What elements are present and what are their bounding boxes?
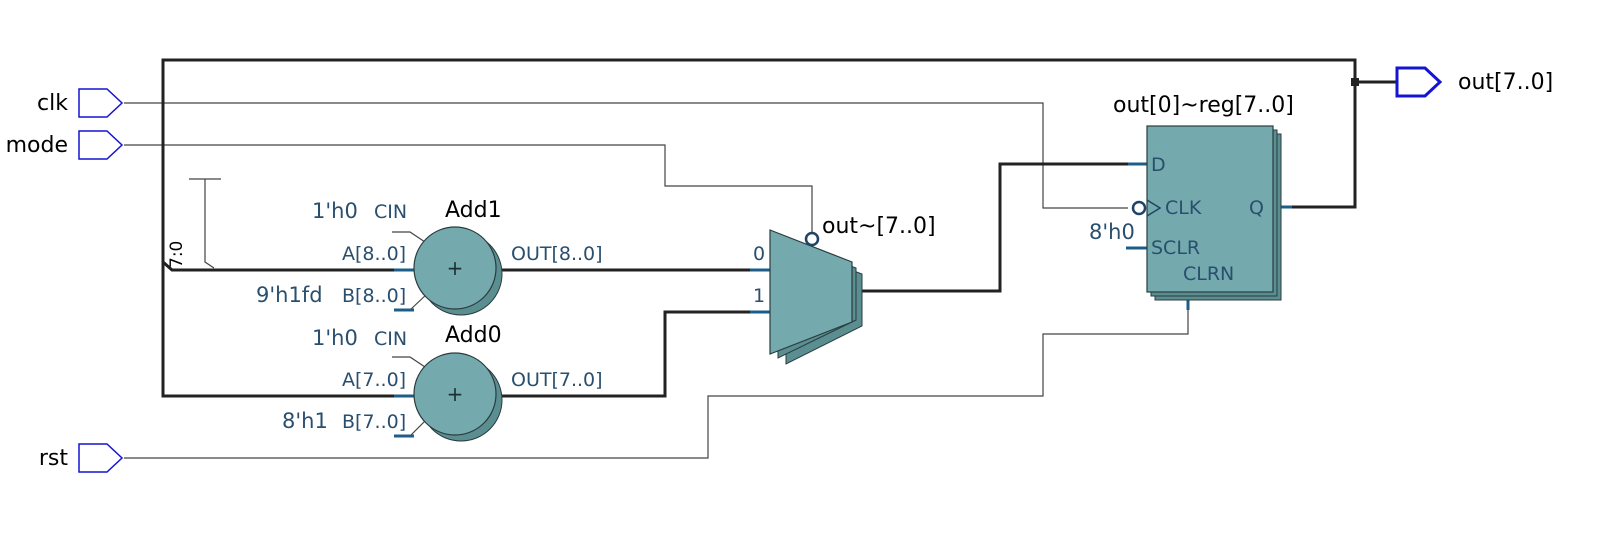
reg-q-pin: Q bbox=[1249, 197, 1264, 219]
add1-cin-lead bbox=[392, 231, 429, 245]
reg-sclr-pin: SCLR bbox=[1151, 237, 1200, 259]
add0-a-pin: A[7..0] bbox=[342, 369, 406, 391]
add0-adder[interactable] bbox=[413, 352, 503, 442]
bus-slice-label: 7:0 bbox=[167, 241, 187, 268]
mux-select-inverter-icon bbox=[804, 231, 820, 247]
add0-name: Add0 bbox=[445, 323, 502, 348]
add1-cin-const: 1'h0 bbox=[312, 199, 358, 223]
add0-b-pin: B[7..0] bbox=[342, 411, 406, 433]
add0-out-pin: OUT[7..0] bbox=[511, 369, 603, 391]
rst-port-label: rst bbox=[39, 446, 69, 471]
add1-cin-pin: CIN bbox=[374, 201, 407, 223]
register-block[interactable] bbox=[1146, 125, 1282, 301]
add1-plus-icon: + bbox=[447, 256, 464, 280]
slice-bus[interactable] bbox=[162, 260, 415, 272]
reg-clrn-pin: CLRN bbox=[1183, 263, 1234, 285]
clk-port-label: clk bbox=[37, 91, 68, 116]
add0-cin-lead bbox=[392, 356, 429, 370]
mode-wire[interactable] bbox=[124, 144, 813, 232]
add1-b-const: 9'h1fd bbox=[256, 283, 323, 307]
add1-out-pin: OUT[8..0] bbox=[511, 243, 603, 265]
register-name: out[0]~reg[7..0] bbox=[1113, 93, 1294, 118]
add1-a-pin: A[8..0] bbox=[342, 243, 406, 265]
bus-junction bbox=[1351, 78, 1359, 86]
reg-clock-edge-icon bbox=[1146, 199, 1162, 217]
mode-port-label: mode bbox=[6, 133, 68, 158]
out-port[interactable] bbox=[1395, 66, 1443, 98]
out-port-label: out[7..0] bbox=[1458, 70, 1553, 95]
feedback-bus[interactable] bbox=[161, 58, 1357, 398]
add0-cin-const: 1'h0 bbox=[312, 326, 358, 350]
add1-b-pin: B[8..0] bbox=[342, 285, 406, 307]
mux-in1-label: 1 bbox=[753, 285, 765, 307]
add0-b-const: 8'h1 bbox=[282, 409, 328, 433]
mux-block[interactable] bbox=[769, 229, 863, 365]
clk-wire[interactable] bbox=[124, 102, 1128, 209]
reg-d-pin: D bbox=[1151, 154, 1166, 176]
clk-port[interactable] bbox=[78, 88, 124, 118]
reg-clk-inverter-icon bbox=[1131, 200, 1147, 216]
rst-port[interactable] bbox=[78, 443, 124, 473]
mux-name: out~[7..0] bbox=[822, 214, 936, 239]
add0-plus-icon: + bbox=[447, 382, 464, 406]
reg-clk-pin: CLK bbox=[1165, 197, 1202, 219]
add1-name: Add1 bbox=[445, 198, 502, 223]
mode-port[interactable] bbox=[78, 130, 124, 160]
rst-wire[interactable] bbox=[124, 310, 1189, 459]
bus-tap-wire bbox=[189, 178, 221, 269]
mux-in0-label: 0 bbox=[753, 243, 765, 265]
add1-adder[interactable] bbox=[413, 226, 503, 316]
reg-sclr-const: 8'h0 bbox=[1089, 220, 1135, 244]
add0-cin-pin: CIN bbox=[374, 328, 407, 350]
mux-out-bus[interactable] bbox=[858, 162, 1145, 293]
add0-out-bus[interactable] bbox=[498, 310, 770, 398]
